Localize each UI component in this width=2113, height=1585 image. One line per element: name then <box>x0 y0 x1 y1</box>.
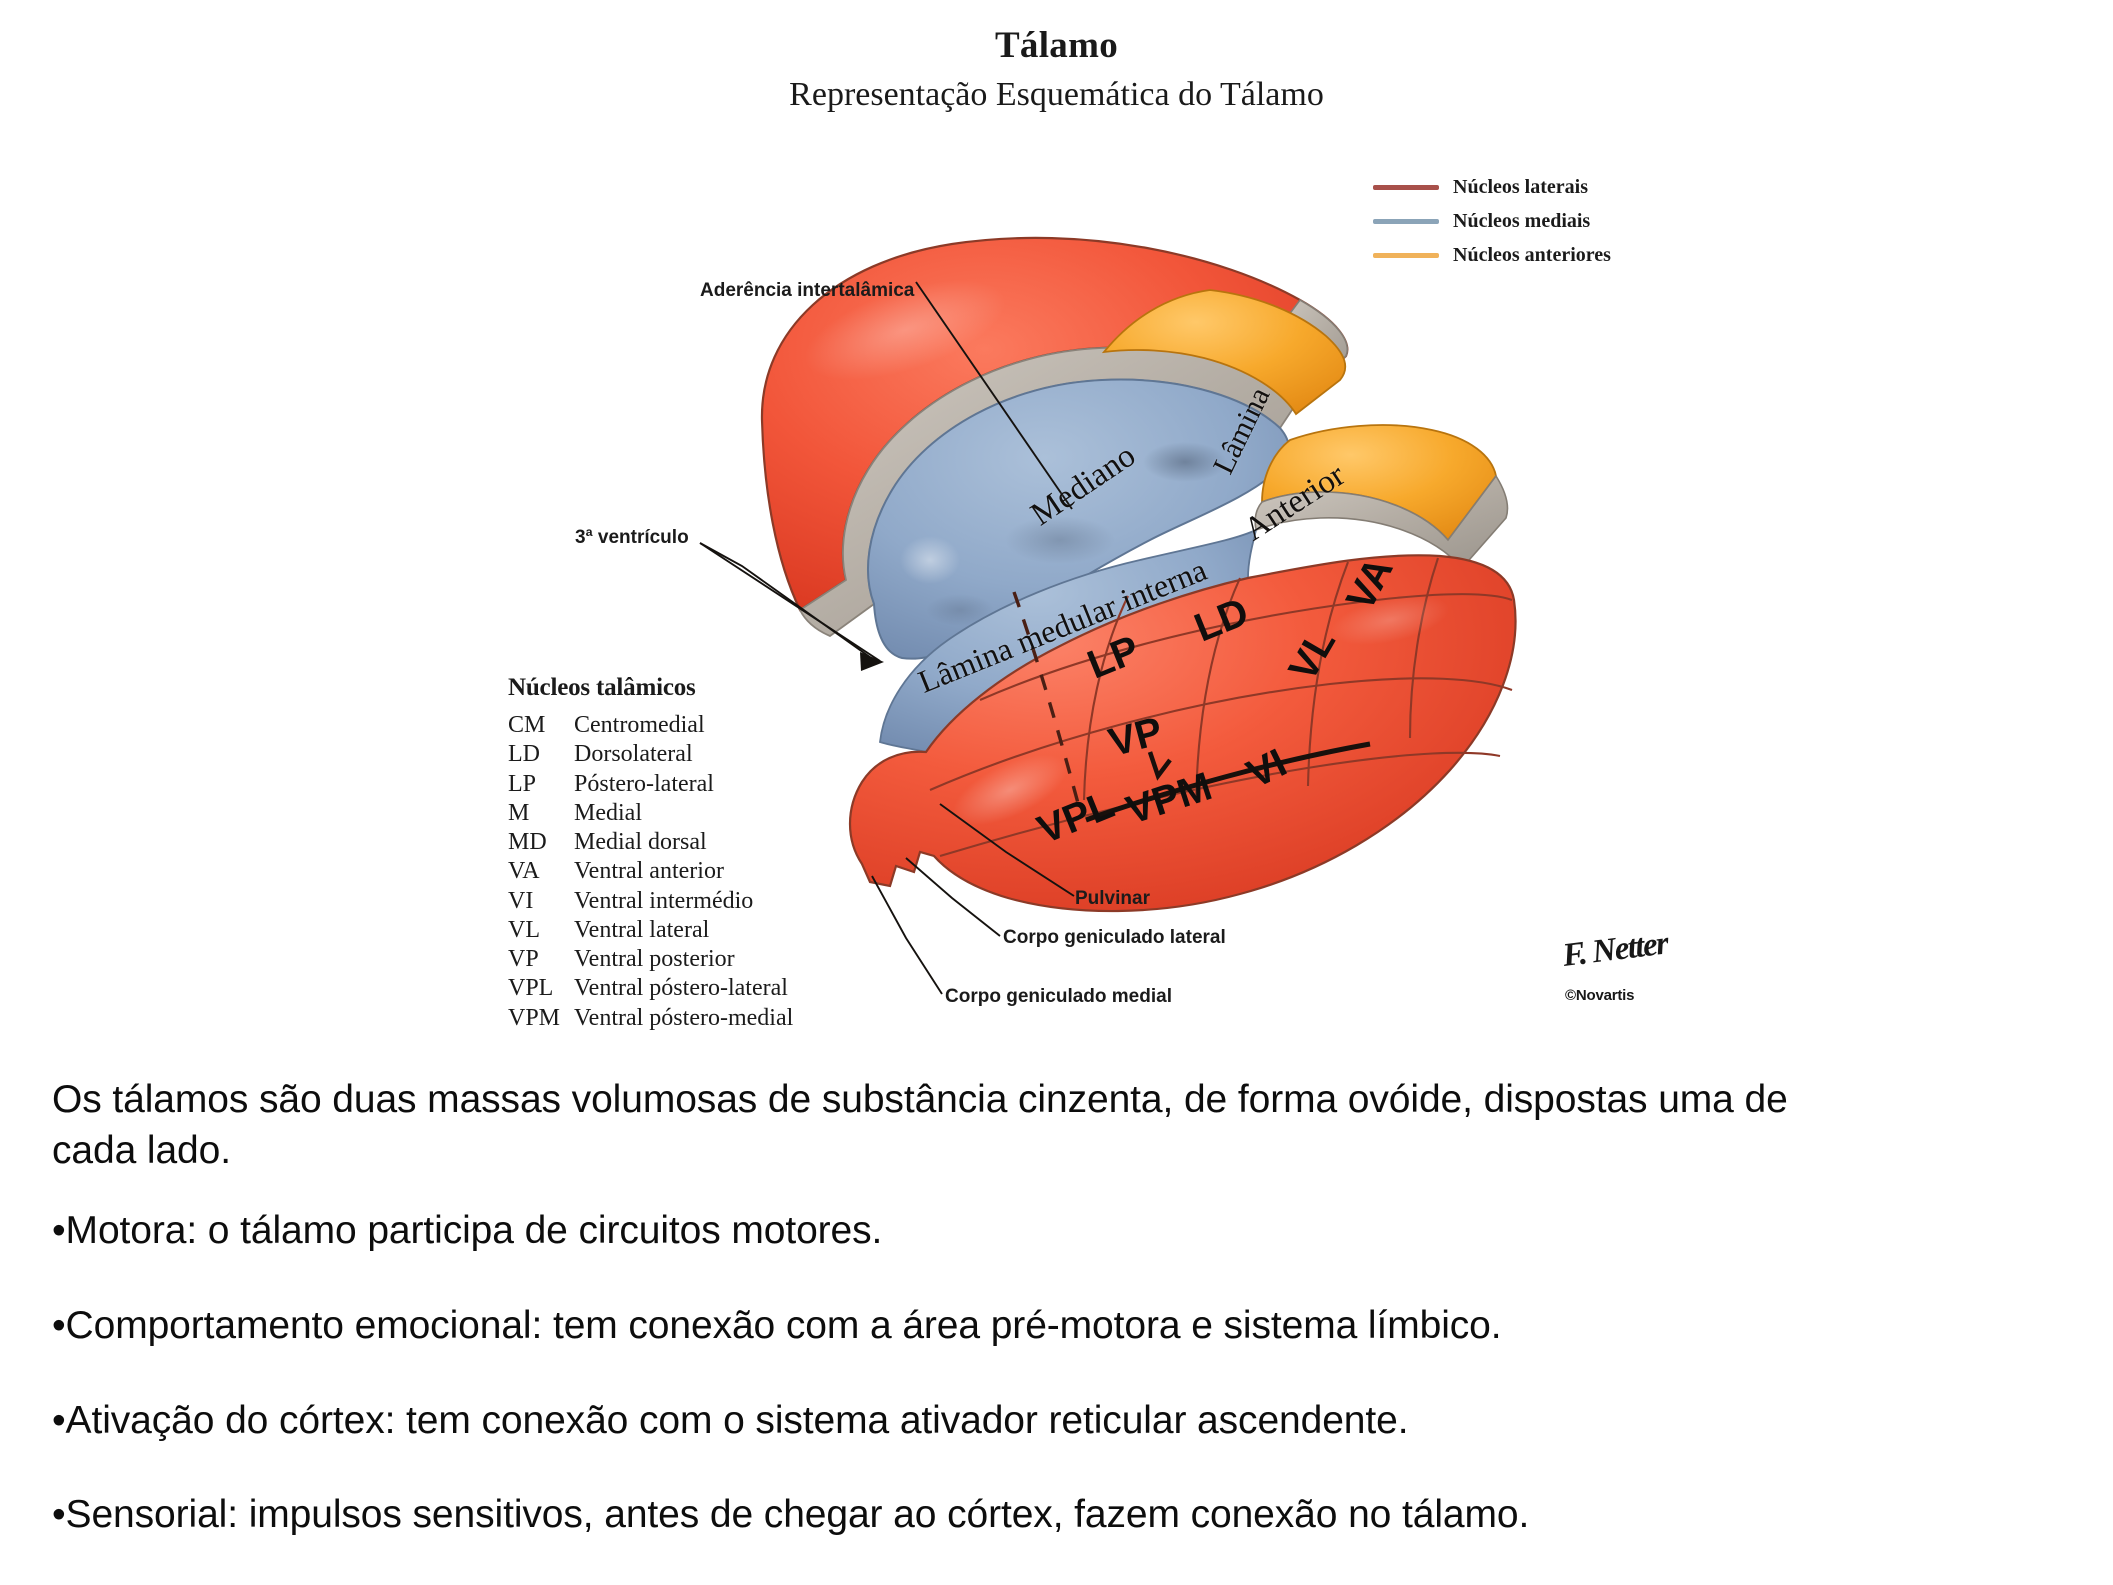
nuclei-key-row: VA Ventral anterior <box>508 857 908 886</box>
nuclei-abbr: MD <box>508 829 547 856</box>
nuclei-abbr: VI <box>508 887 534 914</box>
callout-pulvinar: Pulvinar <box>1075 888 1150 909</box>
callout-terceiro-ventriculo: 3ª ventrículo <box>575 527 689 548</box>
nuclei-abbr: LP <box>508 770 537 797</box>
medial-surface-shading-3 <box>926 594 994 626</box>
nuclei-name: Ventral anterior <box>574 858 724 885</box>
legend-label-laterais: Núcleos laterais <box>1453 175 1588 198</box>
legend-swatch-mediais <box>1373 218 1439 224</box>
legend-item-mediais: Núcleos mediais <box>1373 204 1703 238</box>
nuclei-key-row: VL Ventral lateral <box>508 916 908 945</box>
page-title: Tálamo <box>994 25 1119 66</box>
legend: Núcleos laterais Núcleos mediais Núcleos… <box>1373 170 1703 272</box>
vpl-vpm-bracket <box>1085 741 1371 823</box>
bullet-comportamento-emocional: •Comportamento emocional: tem conexão co… <box>52 1304 1502 1348</box>
legend-label-mediais: Núcleos mediais <box>1453 209 1591 232</box>
callout-aderencia-intertalamica: Aderência intertalâmica <box>700 280 915 301</box>
bullet-motora: •Motora: o tálamo participa de circuitos… <box>52 1209 883 1253</box>
vp-bracket-pointer <box>1147 751 1172 781</box>
nuclei-name: Ventral lateral <box>574 916 710 943</box>
medial-surface-highlight <box>900 536 960 584</box>
nuclei-key-row: VPL Ventral póstero-lateral <box>508 974 908 1003</box>
nuclei-key-row: VP Ventral posterior <box>508 945 908 974</box>
nuclei-abbr: CM <box>508 712 546 738</box>
nuclei-key-row: LP Póstero-lateral <box>508 770 908 799</box>
artist-signature: F. Netter ©Novartis <box>1561 925 1725 1004</box>
nuclei-name: Medial <box>574 799 642 826</box>
nuclei-name: Ventral intermédio <box>574 887 754 914</box>
legend-item-anteriores: Núcleos anteriores <box>1373 238 1703 272</box>
legend-item-laterais: Núcleos laterais <box>1373 170 1703 204</box>
title-block: Tálamo Representação Esquemática do Tála… <box>0 25 2113 113</box>
lower-mass-highlight-1 <box>952 754 1068 826</box>
nuclei-abbr: VA <box>508 858 540 885</box>
nuclei-key-title: Núcleos talâmicos <box>508 674 696 701</box>
legend-swatch-laterais <box>1373 184 1439 190</box>
lower-thalamic-mass <box>848 424 1517 913</box>
bullet-ativacao-cortex: •Ativação do córtex: tem conexão com o s… <box>52 1398 1409 1442</box>
callout-corpo-geniculado-medial: Corpo geniculado medial <box>945 986 1172 1007</box>
nuclei-key-row: VPM Ventral póstero-medial <box>508 1004 908 1033</box>
lower-mass-highlight-2 <box>1331 595 1449 645</box>
nuclei-name: Ventral posterior <box>574 946 735 973</box>
legend-swatch-anteriores <box>1373 252 1439 258</box>
medial-surface-shading-1 <box>1143 442 1227 482</box>
nuclei-abbr: VPL <box>508 975 554 1002</box>
nuclei-abbr: VP <box>508 946 539 973</box>
legend-label-anteriores: Núcleos anteriores <box>1453 243 1611 266</box>
medial-surface-shading-2 <box>1005 516 1115 564</box>
nuclei-name: Ventral póstero-lateral <box>574 975 788 1002</box>
leader-lines <box>699 281 1075 995</box>
nuclei-key: Núcleos talâmicos CM Centromedial LD Dor… <box>508 674 908 1033</box>
upper-shell-highlight <box>804 279 1006 381</box>
nuclei-key-row: CM Centromedial <box>508 711 908 740</box>
nuclei-name: Dorsolateral <box>574 741 693 768</box>
bullet-sensorial: •Sensorial: impulsos sensitivos, antes d… <box>52 1493 1530 1537</box>
nuclei-name: Centromedial <box>574 712 705 738</box>
upper-anterior-nucleus <box>1101 289 1347 416</box>
nuclei-name: Póstero-lateral <box>574 770 714 797</box>
page-subtitle: Representação Esquemática do Tálamo <box>789 75 1324 113</box>
novartis-copyright: ©Novartis <box>1565 987 1635 1004</box>
nuclei-abbr: LD <box>508 741 540 768</box>
thalamus-figure: Núcleos laterais Núcleos mediais Núcleos… <box>508 170 1725 1033</box>
nuclei-abbr: M <box>508 799 530 826</box>
nuclei-name: Medial dorsal <box>574 829 707 856</box>
paragraph-lead: Os tálamos são duas massas volumosas de … <box>52 1078 1788 1172</box>
thalamus-illustration <box>699 236 1517 995</box>
upper-thalamic-mass <box>760 236 1349 660</box>
nuclei-key-row: M Medial <box>508 799 908 828</box>
lower-lateral-nuclei-region <box>848 554 1517 913</box>
nuclei-name: Ventral póstero-medial <box>574 1004 794 1031</box>
callout-corpo-geniculado-lateral: Corpo geniculado lateral <box>1003 927 1226 948</box>
internal-medullary-lamina-dashed <box>1012 591 1084 819</box>
nuclei-key-row: LD Dorsolateral <box>508 740 908 769</box>
nuclei-key-row: VI Ventral intermédio <box>508 887 908 916</box>
nuclei-key-row: MD Medial dorsal <box>508 828 908 857</box>
nucleus-division-lines <box>929 557 1513 858</box>
nuclei-abbr: VPM <box>508 1004 561 1031</box>
body-text: Os tálamos são duas massas volumosas de … <box>52 1075 2012 1585</box>
nuclei-abbr: VL <box>508 916 540 943</box>
